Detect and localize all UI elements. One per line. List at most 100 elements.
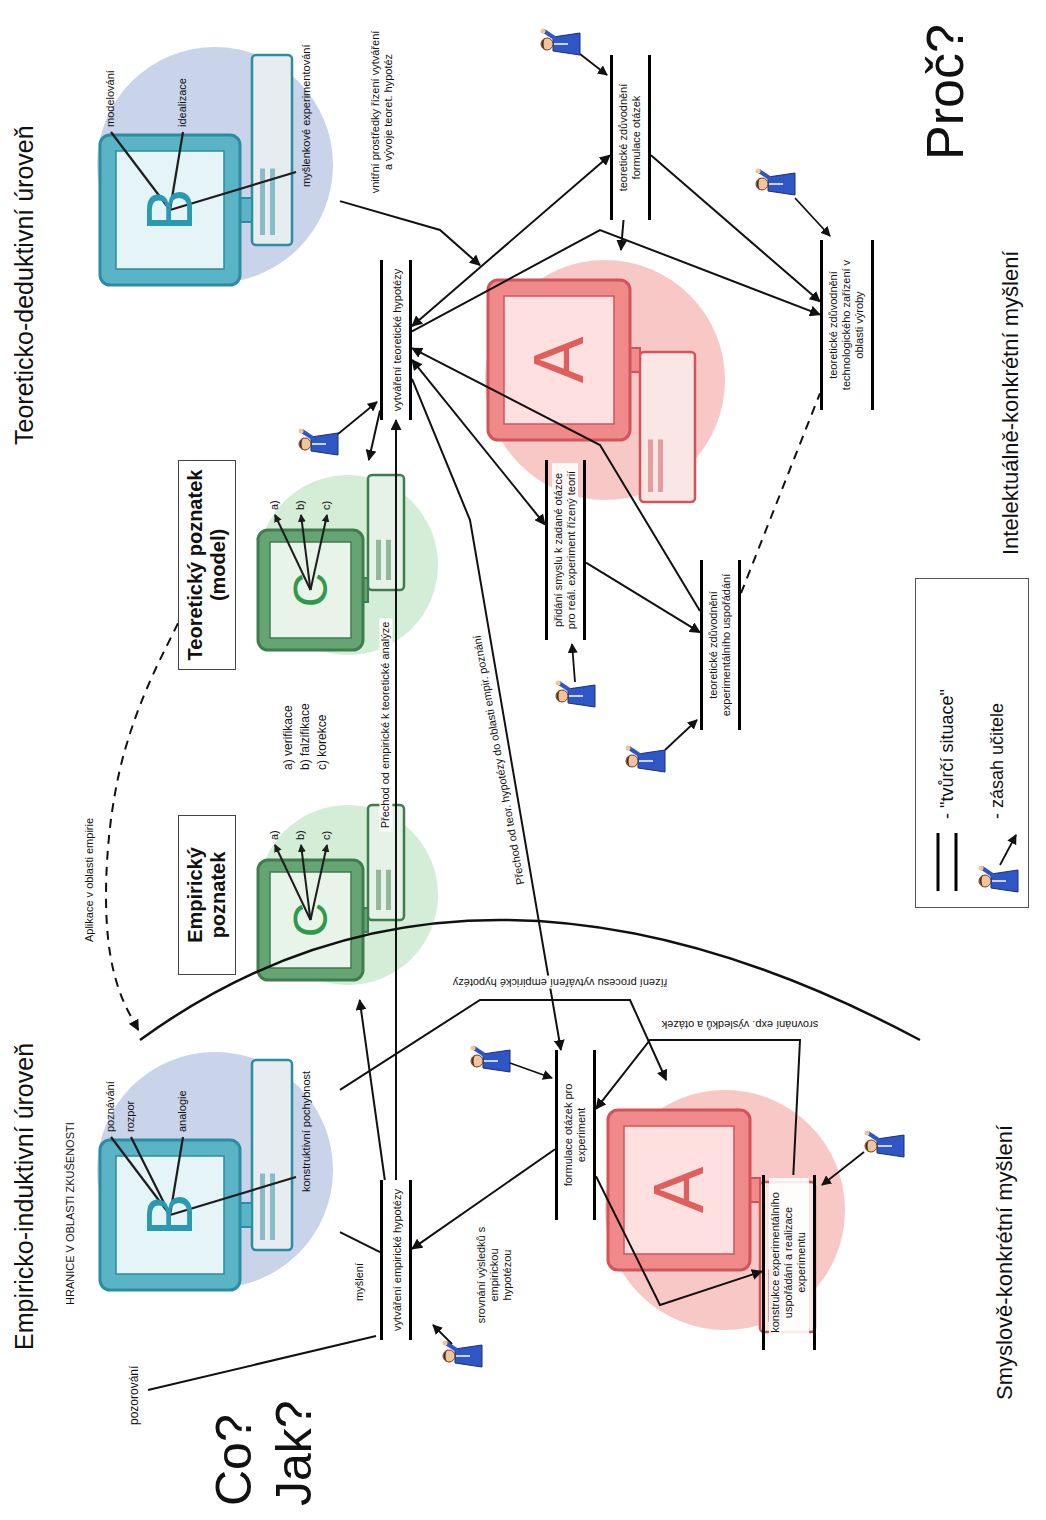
teacher-body: [483, 1050, 510, 1072]
connector: [340, 201, 480, 265]
teacher-shirt: [484, 1060, 498, 1062]
connector: [741, 393, 820, 593]
legend-text: - zásah učitele: [987, 703, 1008, 819]
teacher-hair: [627, 755, 631, 767]
case-slot: [376, 870, 381, 910]
intervention-arrow: [338, 402, 377, 434]
intervention-arrow: [580, 54, 607, 75]
computer-case: [640, 352, 695, 502]
intervention-arrow: [665, 720, 697, 750]
teacher-head: [865, 1140, 877, 1152]
situation-label: přidání smyslu k zadané otázce pro reál.…: [552, 463, 578, 637]
method-label: rozpor: [124, 1101, 137, 1132]
monitor-screen: [270, 872, 351, 968]
situation-label: vytváření teoretické hypotézy: [391, 267, 404, 413]
teacher-shirt: [878, 1145, 892, 1147]
connector-label: Přechod od empirické k teoretické analýz…: [379, 619, 392, 832]
monitor-screen: [116, 151, 224, 269]
connector-label: srovnání výsledků s empirickou hypotézou: [475, 1220, 515, 1331]
connector: [360, 1000, 385, 1180]
monitor-neck: [240, 198, 252, 222]
icon-letter: C: [287, 573, 335, 608]
teacher-shirt: [312, 443, 326, 445]
monitor-frame: [100, 135, 240, 285]
connector-label: řízení procesu vytváření empirické hypot…: [450, 975, 671, 988]
teacher-body: [553, 33, 580, 55]
case-slot: [386, 870, 391, 910]
teacher-hair: [472, 1055, 476, 1067]
level-heading: Teoreticko-deduktivní úroveň: [10, 125, 39, 445]
teacher-body: [568, 685, 595, 707]
teacher-body: [768, 173, 795, 195]
legend-text: - "tvůrčí situace": [937, 689, 958, 819]
computer-case: [252, 55, 292, 245]
situation-label: formulace otázek pro experiment: [562, 1053, 588, 1217]
connector-label: Aplikace v oblasti empirie: [83, 815, 96, 945]
creative-situation-sample: [937, 833, 940, 891]
connector: [586, 563, 700, 633]
teacher-shirt: [554, 43, 568, 45]
teacher-body: [991, 870, 1018, 892]
level-heading: Empiricko-induktivní úroveň: [10, 1043, 39, 1350]
teacher-head: [541, 38, 553, 50]
computer-case: [252, 1060, 292, 1250]
method-label: poznávání: [104, 1081, 117, 1132]
situation-label: vytváření empirické hypotézy: [391, 1187, 404, 1333]
method-label: c): [320, 501, 333, 510]
monitor-screen: [116, 1156, 224, 1274]
monitor-frame: [258, 530, 363, 650]
creative-situation: vytváření teoretické hypotézy: [380, 260, 412, 420]
knowledge-title: Teoretický poznatek (model): [184, 469, 230, 661]
method-label: c): [320, 831, 333, 840]
background-disc: [97, 1052, 333, 1288]
icon-letter: A: [524, 337, 594, 384]
teacher-hand: [865, 1131, 870, 1136]
computer-case: [368, 475, 404, 590]
intervention-arrow: [572, 644, 575, 682]
computer-illustration: [480, 250, 740, 510]
legend: - "tvůrčí situace" - zásah učitele: [915, 578, 1029, 908]
teacher-head: [626, 755, 638, 767]
observation-leader: [148, 1336, 376, 1390]
teacher-figure: [556, 681, 596, 708]
method-label: idealizace: [176, 78, 189, 127]
creative-situation: teoretické zdůvodnění experimentálního u…: [700, 560, 741, 730]
icon-letter: B: [138, 189, 202, 232]
teacher-shirt: [569, 695, 583, 697]
teacher-figure: [626, 746, 666, 773]
teacher-body: [311, 433, 338, 455]
computer-icon: Ca)b)c): [250, 790, 440, 1000]
computer-icon: Bpoznávánírozporanalogiekonstruktivní po…: [90, 1030, 340, 1310]
method-label: a): [268, 830, 281, 840]
creative-situation: formulace otázek pro experiment: [555, 1050, 596, 1220]
background-disc: [258, 805, 438, 985]
method-label: a): [268, 500, 281, 510]
teacher-hair: [757, 178, 761, 190]
connector: [340, 1000, 666, 1090]
teacher-body: [455, 1345, 482, 1367]
monitor-frame: [258, 860, 363, 980]
teacher-shirt: [992, 880, 1006, 882]
monitor-screen: [624, 1126, 734, 1254]
knowledge-box: Teoretický poznatek (model): [178, 460, 236, 670]
teacher-head: [299, 438, 311, 450]
method-label: b): [294, 500, 307, 510]
teacher-head: [979, 875, 991, 887]
teacher-hand: [626, 746, 631, 751]
legend-sample: [924, 827, 970, 897]
teacher-figure: [756, 169, 796, 196]
case-slot: [260, 169, 265, 236]
teacher-hair: [980, 875, 984, 887]
monitor-screen: [270, 542, 351, 638]
annotation: a) verifikace: [282, 705, 296, 770]
background-disc: [258, 475, 438, 655]
connector: [651, 155, 820, 301]
situation-label: konstrukce experimentálního uspořádání a…: [769, 1178, 809, 1347]
teacher-figure: [299, 429, 339, 456]
annotation: pozorování: [128, 1366, 142, 1425]
legend-row: - zásah učitele: [972, 589, 1022, 897]
computer-illustration: [250, 790, 440, 1000]
annotation: c) korekce: [316, 715, 330, 770]
intervention-arrow: [433, 1325, 452, 1344]
